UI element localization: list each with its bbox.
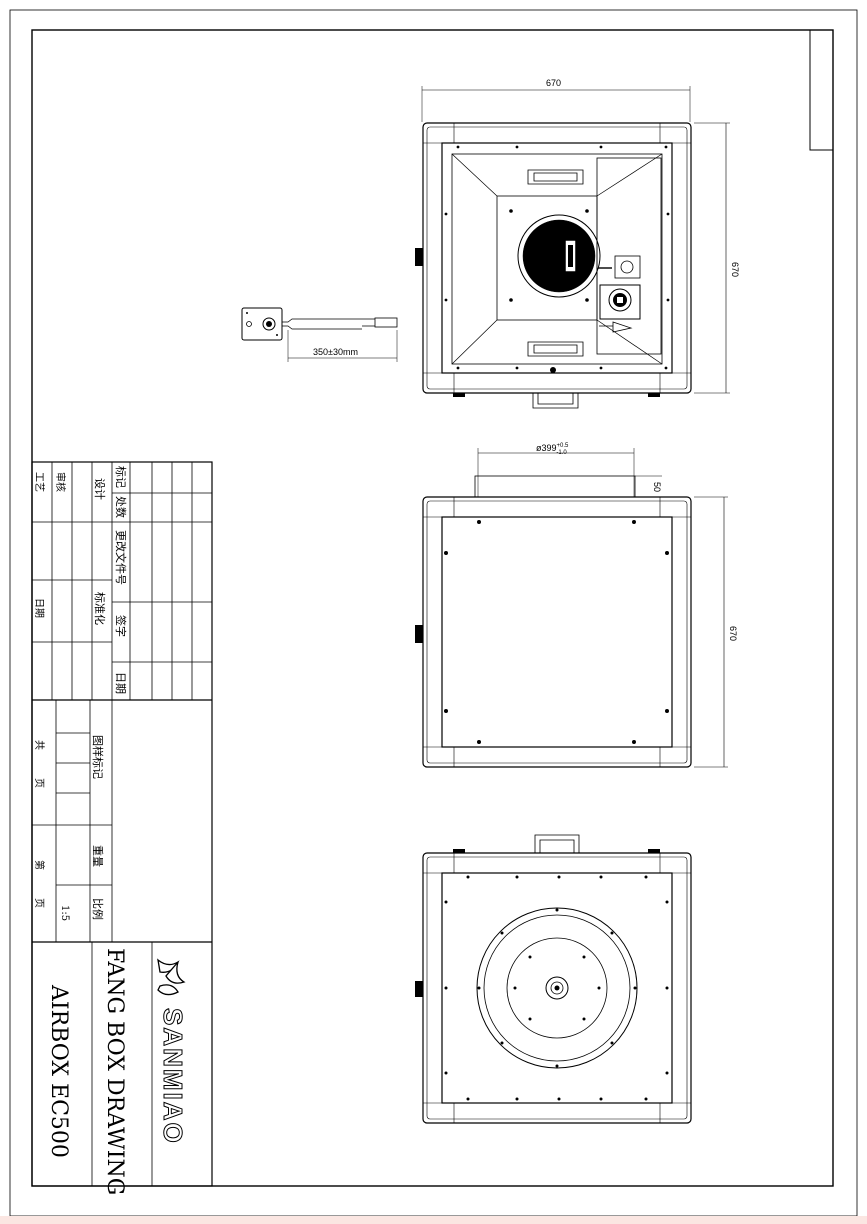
tb-label-count: 处数 [114, 496, 127, 518]
side-view: ø399+0.5-1.0 50 670 [415, 443, 738, 768]
tb-label-signature: 签字 [114, 615, 128, 637]
collar-diameter-tol-upper: +0.5 [557, 443, 570, 449]
sanmiao-logo-icon [157, 958, 186, 996]
company-logo-text: SANMIAO [158, 1008, 188, 1145]
tb-label-scale: 比例 [91, 898, 105, 920]
title-block [31, 461, 213, 1187]
top-height-dim: 670 [730, 262, 740, 277]
collar-diameter-main: ø399 [536, 443, 557, 453]
collar-height-dim: 50 [652, 482, 662, 492]
tb-label-date-col: 日期 [114, 672, 127, 694]
tb-label-standardize: 标准化 [93, 592, 107, 625]
tb-label-review: 审核 [54, 472, 67, 492]
tb-label-process: 工艺 [33, 472, 45, 492]
tb-label-date: 日期 [33, 598, 45, 618]
cable-length-dim: 350±30mm [313, 347, 358, 357]
top-view: 670 670 [241, 78, 740, 409]
collar-diameter-tol-lower: -1.0 [556, 450, 567, 456]
collar-diameter-dim: ø399+0.5-1.0 [536, 443, 569, 456]
drawing-title: FANG BOX DRAWING [102, 948, 127, 1195]
corner-tag-box [809, 30, 833, 151]
tb-label-page2: 页 [33, 898, 45, 908]
tb-label-total: 共 [33, 740, 45, 750]
tb-scale-value: 1:5 [59, 905, 70, 921]
tb-label-design: 设计 [93, 478, 106, 500]
outer-border [9, 9, 858, 1217]
tb-label-weight: 重量 [91, 845, 105, 867]
tb-label-sample-mark: 图样标记 [91, 735, 105, 779]
title-block-labels: 标记 处数 更改文件号 签字 日期 设计 标准化 审核 工艺 日期 图样标记 重… [33, 466, 189, 1195]
tb-label-sheet-no: 第 [33, 860, 46, 870]
tb-label-page: 页 [33, 778, 45, 788]
tb-label-change-doc: 更改文件号 [114, 530, 128, 585]
top-width-dim: 670 [546, 78, 561, 88]
bottom-strip [0, 1216, 867, 1224]
front-view [415, 834, 692, 1124]
model-name: AIRBOX EC500 [46, 984, 71, 1158]
side-height-dim: 670 [728, 626, 738, 641]
tb-label-mark: 标记 [114, 466, 128, 488]
